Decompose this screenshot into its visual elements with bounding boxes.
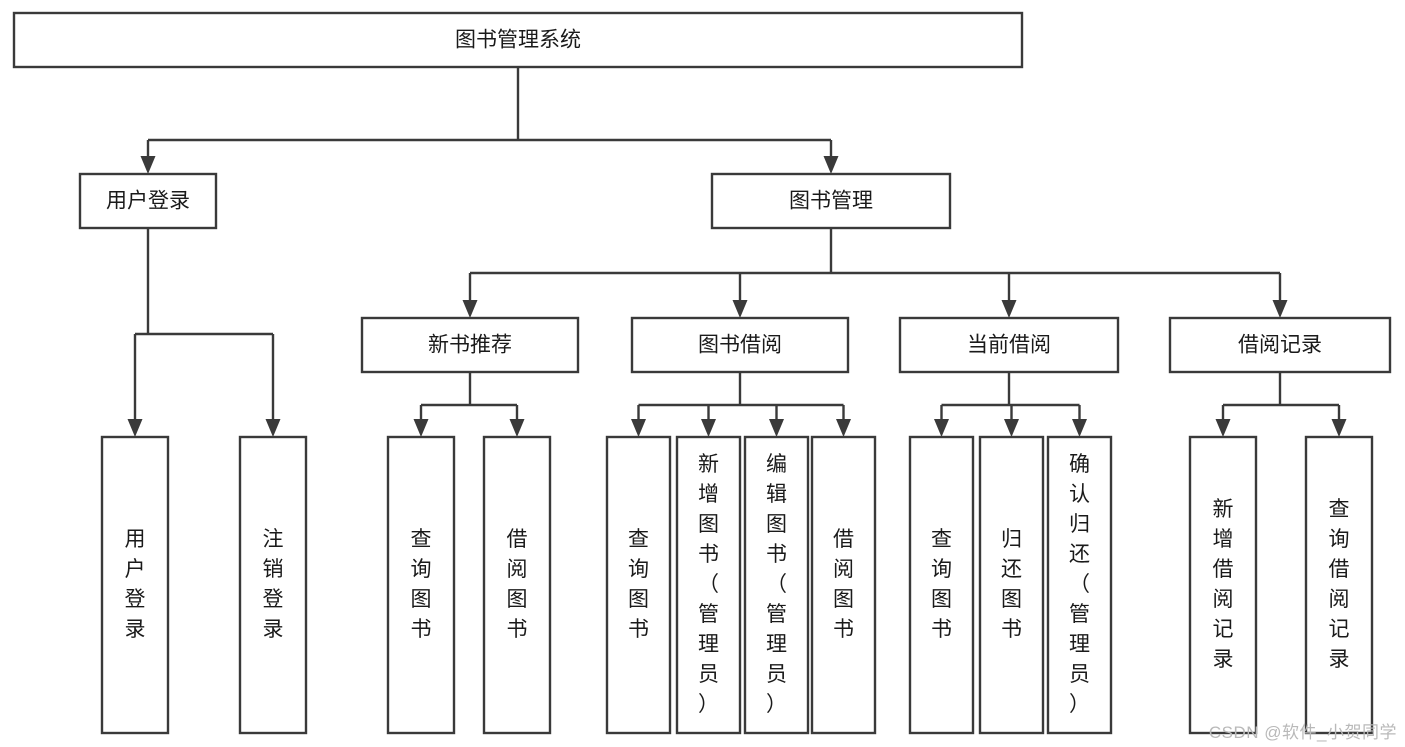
node-label: 查询借阅记录 (1329, 498, 1350, 671)
node-leaf-user-login: 用户登录 (100, 435, 170, 735)
node-root: 图书管理系统 (12, 11, 1024, 69)
node-label: 图书借阅 (698, 334, 782, 357)
node-leaf-return-book: 归还图书 (978, 435, 1045, 735)
node-leaf-query-record: 查询借阅记录 (1304, 435, 1374, 735)
node-label: 图书管理系统 (455, 29, 581, 52)
node-new-book-rec: 新书推荐 (360, 316, 580, 374)
node-book-borrow: 图书借阅 (630, 316, 850, 374)
node-borrow-record: 借阅记录 (1168, 316, 1392, 374)
node-leaf-query-book-1: 查询图书 (386, 435, 456, 735)
node-book-manage: 图书管理 (710, 172, 952, 230)
node-leaf-query-book-3: 查询图书 (908, 435, 975, 735)
watermark-label: CSDN @软件_小贺同学 (1208, 723, 1397, 742)
node-label: 借阅图书 (507, 528, 528, 641)
node-leaf-edit-book: 编辑图书（管理员） (743, 435, 810, 735)
node-label: 注销登录 (263, 528, 284, 641)
node-label: 查询图书 (931, 528, 952, 641)
node-label: 确认归还（管理员） (1069, 453, 1090, 716)
node-user-login: 用户登录 (78, 172, 218, 230)
node-leaf-confirm-return: 确认归还（管理员） (1046, 435, 1113, 735)
node-leaf-logout: 注销登录 (238, 435, 308, 735)
node-leaf-add-book: 新增图书（管理员） (675, 435, 742, 735)
node-leaf-query-book-2: 查询图书 (605, 435, 672, 735)
node-label: 归还图书 (1001, 528, 1022, 641)
node-label: 新增借阅记录 (1213, 498, 1234, 671)
node-label: 新增图书（管理员） (698, 453, 719, 716)
node-label: 查询图书 (411, 528, 432, 641)
node-leaf-borrow-book-2: 借阅图书 (810, 435, 877, 735)
node-label: 图书管理 (789, 190, 873, 213)
node-leaf-borrow-book-1: 借阅图书 (482, 435, 552, 735)
node-label: 编辑图书（管理员） (766, 453, 787, 716)
node-label: 新书推荐 (428, 334, 512, 357)
node-label: 用户登录 (106, 190, 190, 213)
node-label: 借阅图书 (833, 528, 854, 641)
node-label: 当前借阅 (967, 334, 1051, 357)
node-label: 用户登录 (125, 528, 146, 641)
node-current-borrow: 当前借阅 (898, 316, 1120, 374)
node-leaf-add-record: 新增借阅记录 (1188, 435, 1258, 735)
node-label: 借阅记录 (1238, 334, 1322, 357)
node-label: 查询图书 (628, 528, 649, 641)
